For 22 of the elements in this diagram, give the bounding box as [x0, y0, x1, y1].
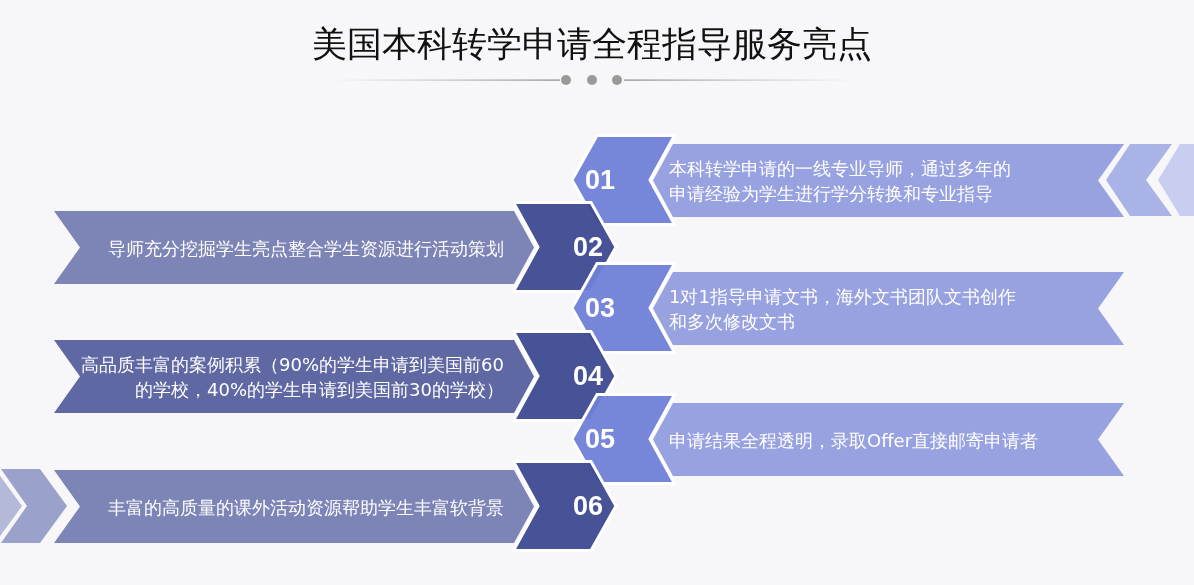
- step-number: 03: [585, 293, 615, 323]
- ribbon-banner: [54, 211, 534, 284]
- step-number: 05: [585, 424, 615, 454]
- step-number: 06: [573, 491, 603, 521]
- banner-text: 本科转学申请的一线专业导师，通过多年的申请经验为学生进行学分转换和专业指导: [669, 156, 1012, 206]
- ribbon-banner: [653, 272, 1124, 345]
- ribbon-banner: [653, 144, 1124, 217]
- ribbon-banner: [653, 403, 1124, 476]
- step-number: 02: [573, 232, 603, 262]
- banner-text: 丰富的高质量的课外活动资源帮助学生丰富软背景: [108, 495, 504, 519]
- banner-text: 申请结果全程透明，录取Offer直接邮寄申请者: [669, 428, 1039, 452]
- ribbon-banner: [54, 340, 534, 413]
- step-number: 04: [573, 361, 603, 391]
- number-tab: [512, 460, 618, 552]
- number-tab: [512, 201, 618, 293]
- step-number: 01: [585, 165, 615, 195]
- number-tab: [512, 330, 618, 422]
- banner-text: 导师充分挖掘学生亮点整合学生资源进行活动策划: [108, 236, 504, 260]
- page-title: 美国本科转学申请全程指导服务亮点: [312, 23, 872, 66]
- ribbon-banner: [54, 470, 534, 543]
- banner-text: 1对1指导申请文书，海外文书团队文书创作和多次修改文书: [669, 284, 1017, 334]
- banner-text: 高品质丰富的案例积累（90%的学生申请到美国前60的学校，40%的学生申请到美国前30的学校）: [80, 352, 504, 402]
